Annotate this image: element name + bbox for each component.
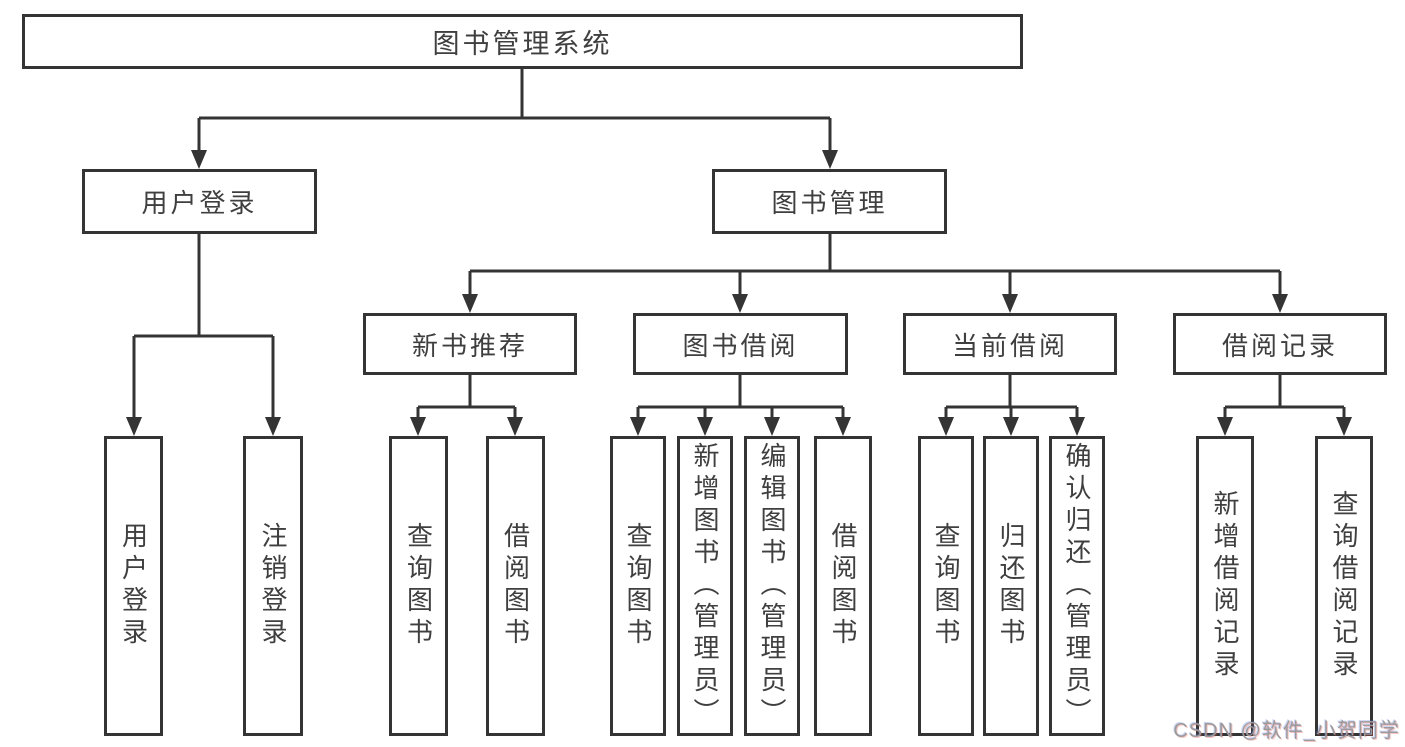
arrow-down-icon: [126, 417, 142, 436]
arrow-down-icon: [1002, 294, 1018, 313]
connector-current-borrowing-to-leaves: [944, 375, 1079, 420]
connector-new-book-recommendation-to-leaves: [416, 375, 517, 420]
csdn-watermark: CSDN @软件_小贺同学: [1173, 720, 1400, 742]
arrow-down-icon: [732, 294, 748, 313]
leaf-borrow-books-borrowing: 借阅图书: [814, 436, 872, 736]
leaf-return-books-label: 归还图书: [996, 522, 1026, 650]
leaf-user-login-label: 用户登录: [118, 522, 149, 650]
leaf-borrow-books-recommend-label: 借阅图书: [500, 522, 531, 650]
leaf-edit-books-admin: 编辑图书（管理员）: [744, 436, 800, 736]
arrow-down-icon: [265, 417, 281, 436]
leaf-confirm-return-admin-label: 确认归还（管理员）: [1062, 442, 1092, 730]
leaf-confirm-return-admin: 确认归还（管理员）: [1049, 436, 1105, 736]
connector-book-borrowing-to-leaves: [636, 375, 845, 420]
leaf-logout: 注销登录: [243, 436, 303, 736]
leaf-user-login: 用户登录: [104, 436, 163, 736]
arrow-down-icon: [835, 417, 851, 436]
node-book-management: 图书管理: [712, 169, 947, 234]
arrow-down-icon: [191, 150, 207, 169]
leaf-query-borrow-record-label: 查询借阅记录: [1329, 490, 1359, 682]
leaf-add-books-admin: 新增图书（管理员）: [677, 436, 733, 736]
leaf-query-books-recommend-label: 查询图书: [403, 522, 434, 650]
leaf-return-books: 归还图书: [983, 436, 1039, 736]
connector-user-login-to-leaves: [132, 234, 275, 420]
connector-book-management-to-level2: [468, 234, 1282, 297]
arrowheads: [126, 150, 1352, 436]
arrow-down-icon: [1003, 417, 1019, 436]
leaf-add-borrow-record: 新增借阅记录: [1196, 436, 1254, 736]
leaf-query-books-current-label: 查询图书: [931, 522, 961, 650]
node-current-borrowing: 当前借阅: [903, 313, 1117, 375]
arrow-down-icon: [630, 417, 646, 436]
leaf-add-borrow-record-label: 新增借阅记录: [1210, 490, 1240, 682]
arrow-down-icon: [1217, 417, 1233, 436]
leaf-query-books-borrowing-label: 查询图书: [623, 522, 653, 650]
leaf-query-books-current: 查询图书: [918, 436, 974, 736]
arrow-down-icon: [507, 417, 523, 436]
arrow-down-icon: [1069, 417, 1085, 436]
leaf-borrow-books-borrowing-label: 借阅图书: [828, 522, 858, 650]
leaf-borrow-books-recommend: 借阅图书: [486, 436, 545, 736]
node-new-book-recommendation: 新书推荐: [363, 313, 577, 375]
leaf-query-books-borrowing: 查询图书: [610, 436, 666, 736]
arrow-down-icon: [1272, 294, 1288, 313]
arrow-down-icon: [1336, 417, 1352, 436]
leaf-query-borrow-record: 查询借阅记录: [1315, 436, 1373, 736]
node-borrowing-records: 借阅记录: [1173, 313, 1387, 375]
leaf-query-books-recommend: 查询图书: [389, 436, 448, 736]
arrow-down-icon: [822, 150, 838, 169]
connector-root-to-level1: [197, 69, 832, 153]
leaf-edit-books-admin-label: 编辑图书（管理员）: [757, 442, 787, 730]
leaf-add-books-admin-label: 新增图书（管理员）: [690, 442, 720, 730]
connector-borrowing-records-to-leaves: [1223, 375, 1346, 420]
node-root-library-management-system: 图书管理系统: [22, 14, 1023, 69]
arrow-down-icon: [462, 294, 478, 313]
arrow-down-icon: [938, 417, 954, 436]
arrow-down-icon: [697, 417, 713, 436]
node-user-login: 用户登录: [82, 169, 317, 234]
arrow-down-icon: [764, 417, 780, 436]
leaf-logout-label: 注销登录: [258, 522, 288, 650]
arrow-down-icon: [410, 417, 426, 436]
node-book-borrowing: 图书借阅: [633, 313, 848, 375]
